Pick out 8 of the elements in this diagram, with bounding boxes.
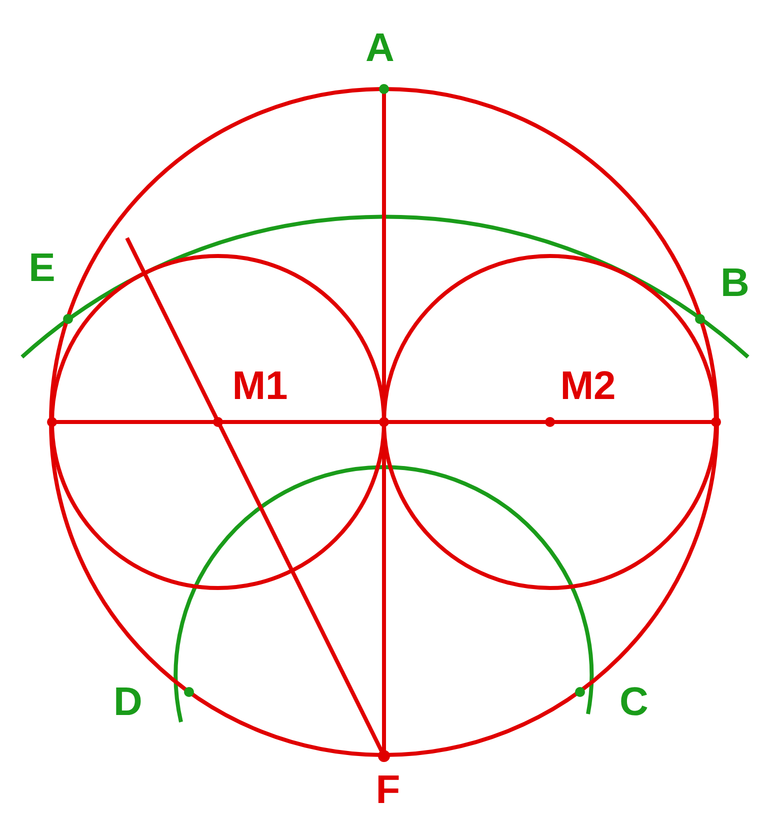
point-label: M2 [560, 366, 616, 406]
point-label: F [376, 770, 400, 810]
point-label: E [28, 248, 56, 288]
point-label: M1 [232, 366, 288, 406]
point-label: D [114, 682, 142, 722]
point-label: A [366, 28, 394, 68]
point-label: B [720, 263, 750, 303]
point-label: C [620, 682, 648, 722]
